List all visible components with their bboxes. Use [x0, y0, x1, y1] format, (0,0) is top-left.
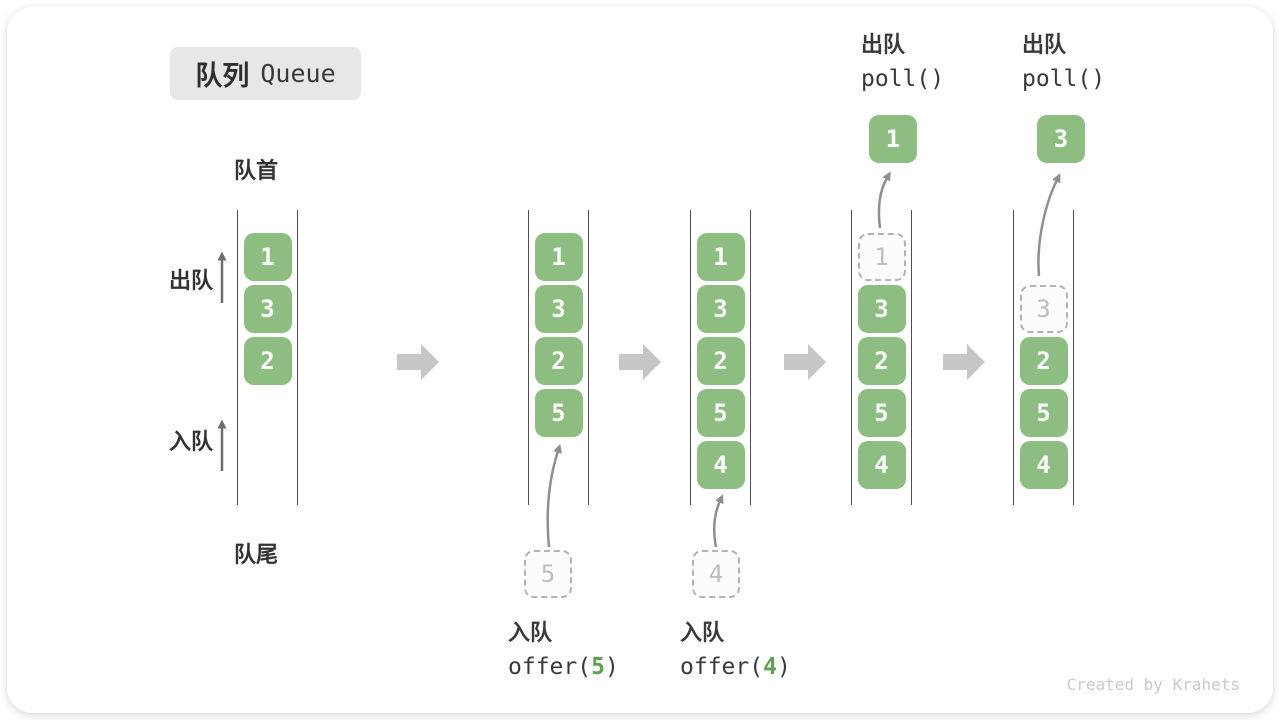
queue-cell: 2: [243, 337, 292, 385]
code-close: ): [776, 654, 791, 680]
operation-code: offer(4): [680, 656, 791, 679]
label-queue-rear: 队尾: [233, 542, 278, 567]
queue-cell: 5: [534, 389, 583, 437]
queue-cell: 2: [857, 337, 906, 385]
queue-cell: 2: [534, 337, 583, 385]
queue-cell: 3: [243, 285, 292, 333]
queue-cell: 3: [696, 285, 745, 333]
operation-label: 出队: [1022, 32, 1067, 57]
label-enqueue-side: 入队: [169, 429, 214, 454]
queue-state-5: 3 2 5 4: [1013, 210, 1074, 505]
queue-cell: 1: [696, 233, 745, 281]
diagram-card: [7, 7, 1273, 713]
queue-cell: 5: [857, 389, 906, 437]
queue-cell: 4: [696, 441, 745, 489]
operation-code: offer(5): [508, 656, 619, 679]
title-zh: 队列: [195, 61, 250, 91]
code-close: ): [604, 654, 619, 680]
operation-label: 出队: [861, 32, 906, 57]
queue-state-4: 1 3 2 5 4: [851, 210, 912, 505]
operation-label: 入队: [680, 620, 725, 645]
queue-cell: 1: [534, 233, 583, 281]
operation-label: 入队: [508, 620, 553, 645]
queue-cell: 3: [534, 285, 583, 333]
queue-cell-removed: 1: [857, 233, 906, 281]
title-box: 队列 Queue: [170, 47, 361, 100]
operation-poll-1: 出队 poll(): [861, 34, 944, 91]
pending-enqueue-box-5: 5: [524, 550, 572, 598]
poll-result-box-3: 3: [1037, 115, 1085, 163]
queue-cell: 5: [696, 389, 745, 437]
operation-enqueue-4: 入队 offer(4): [680, 622, 791, 679]
queue-cell: 3: [857, 285, 906, 333]
poll-result-box-1: 1: [869, 115, 917, 163]
code-fn: offer(: [508, 654, 592, 680]
queue-cell: 1: [243, 233, 292, 281]
label-queue-front: 队首: [233, 158, 278, 183]
queue-state-1: 1 3 2: [237, 210, 298, 505]
code-arg: 4: [763, 654, 777, 680]
queue-cell: 2: [696, 337, 745, 385]
code-fn: offer(: [680, 654, 764, 680]
queue-cell: 5: [1019, 389, 1068, 437]
operation-code: poll(): [861, 66, 945, 92]
code-arg: 5: [591, 654, 605, 680]
pending-enqueue-box-4: 4: [692, 550, 740, 598]
operation-enqueue-5: 入队 offer(5): [508, 622, 619, 679]
queue-cell: 4: [857, 441, 906, 489]
watermark-credit: Created by Krahets: [1066, 675, 1240, 694]
label-dequeue-side: 出队: [169, 268, 214, 293]
title-en: Queue: [260, 59, 336, 88]
operation-poll-2: 出队 poll(): [1022, 34, 1105, 91]
queue-state-3: 1 3 2 5 4: [690, 210, 751, 505]
queue-state-2: 1 3 2 5: [528, 210, 589, 505]
queue-cell: 4: [1019, 441, 1068, 489]
queue-cell-removed: 3: [1019, 285, 1068, 333]
operation-code: poll(): [1022, 66, 1106, 92]
queue-cell: 2: [1019, 337, 1068, 385]
